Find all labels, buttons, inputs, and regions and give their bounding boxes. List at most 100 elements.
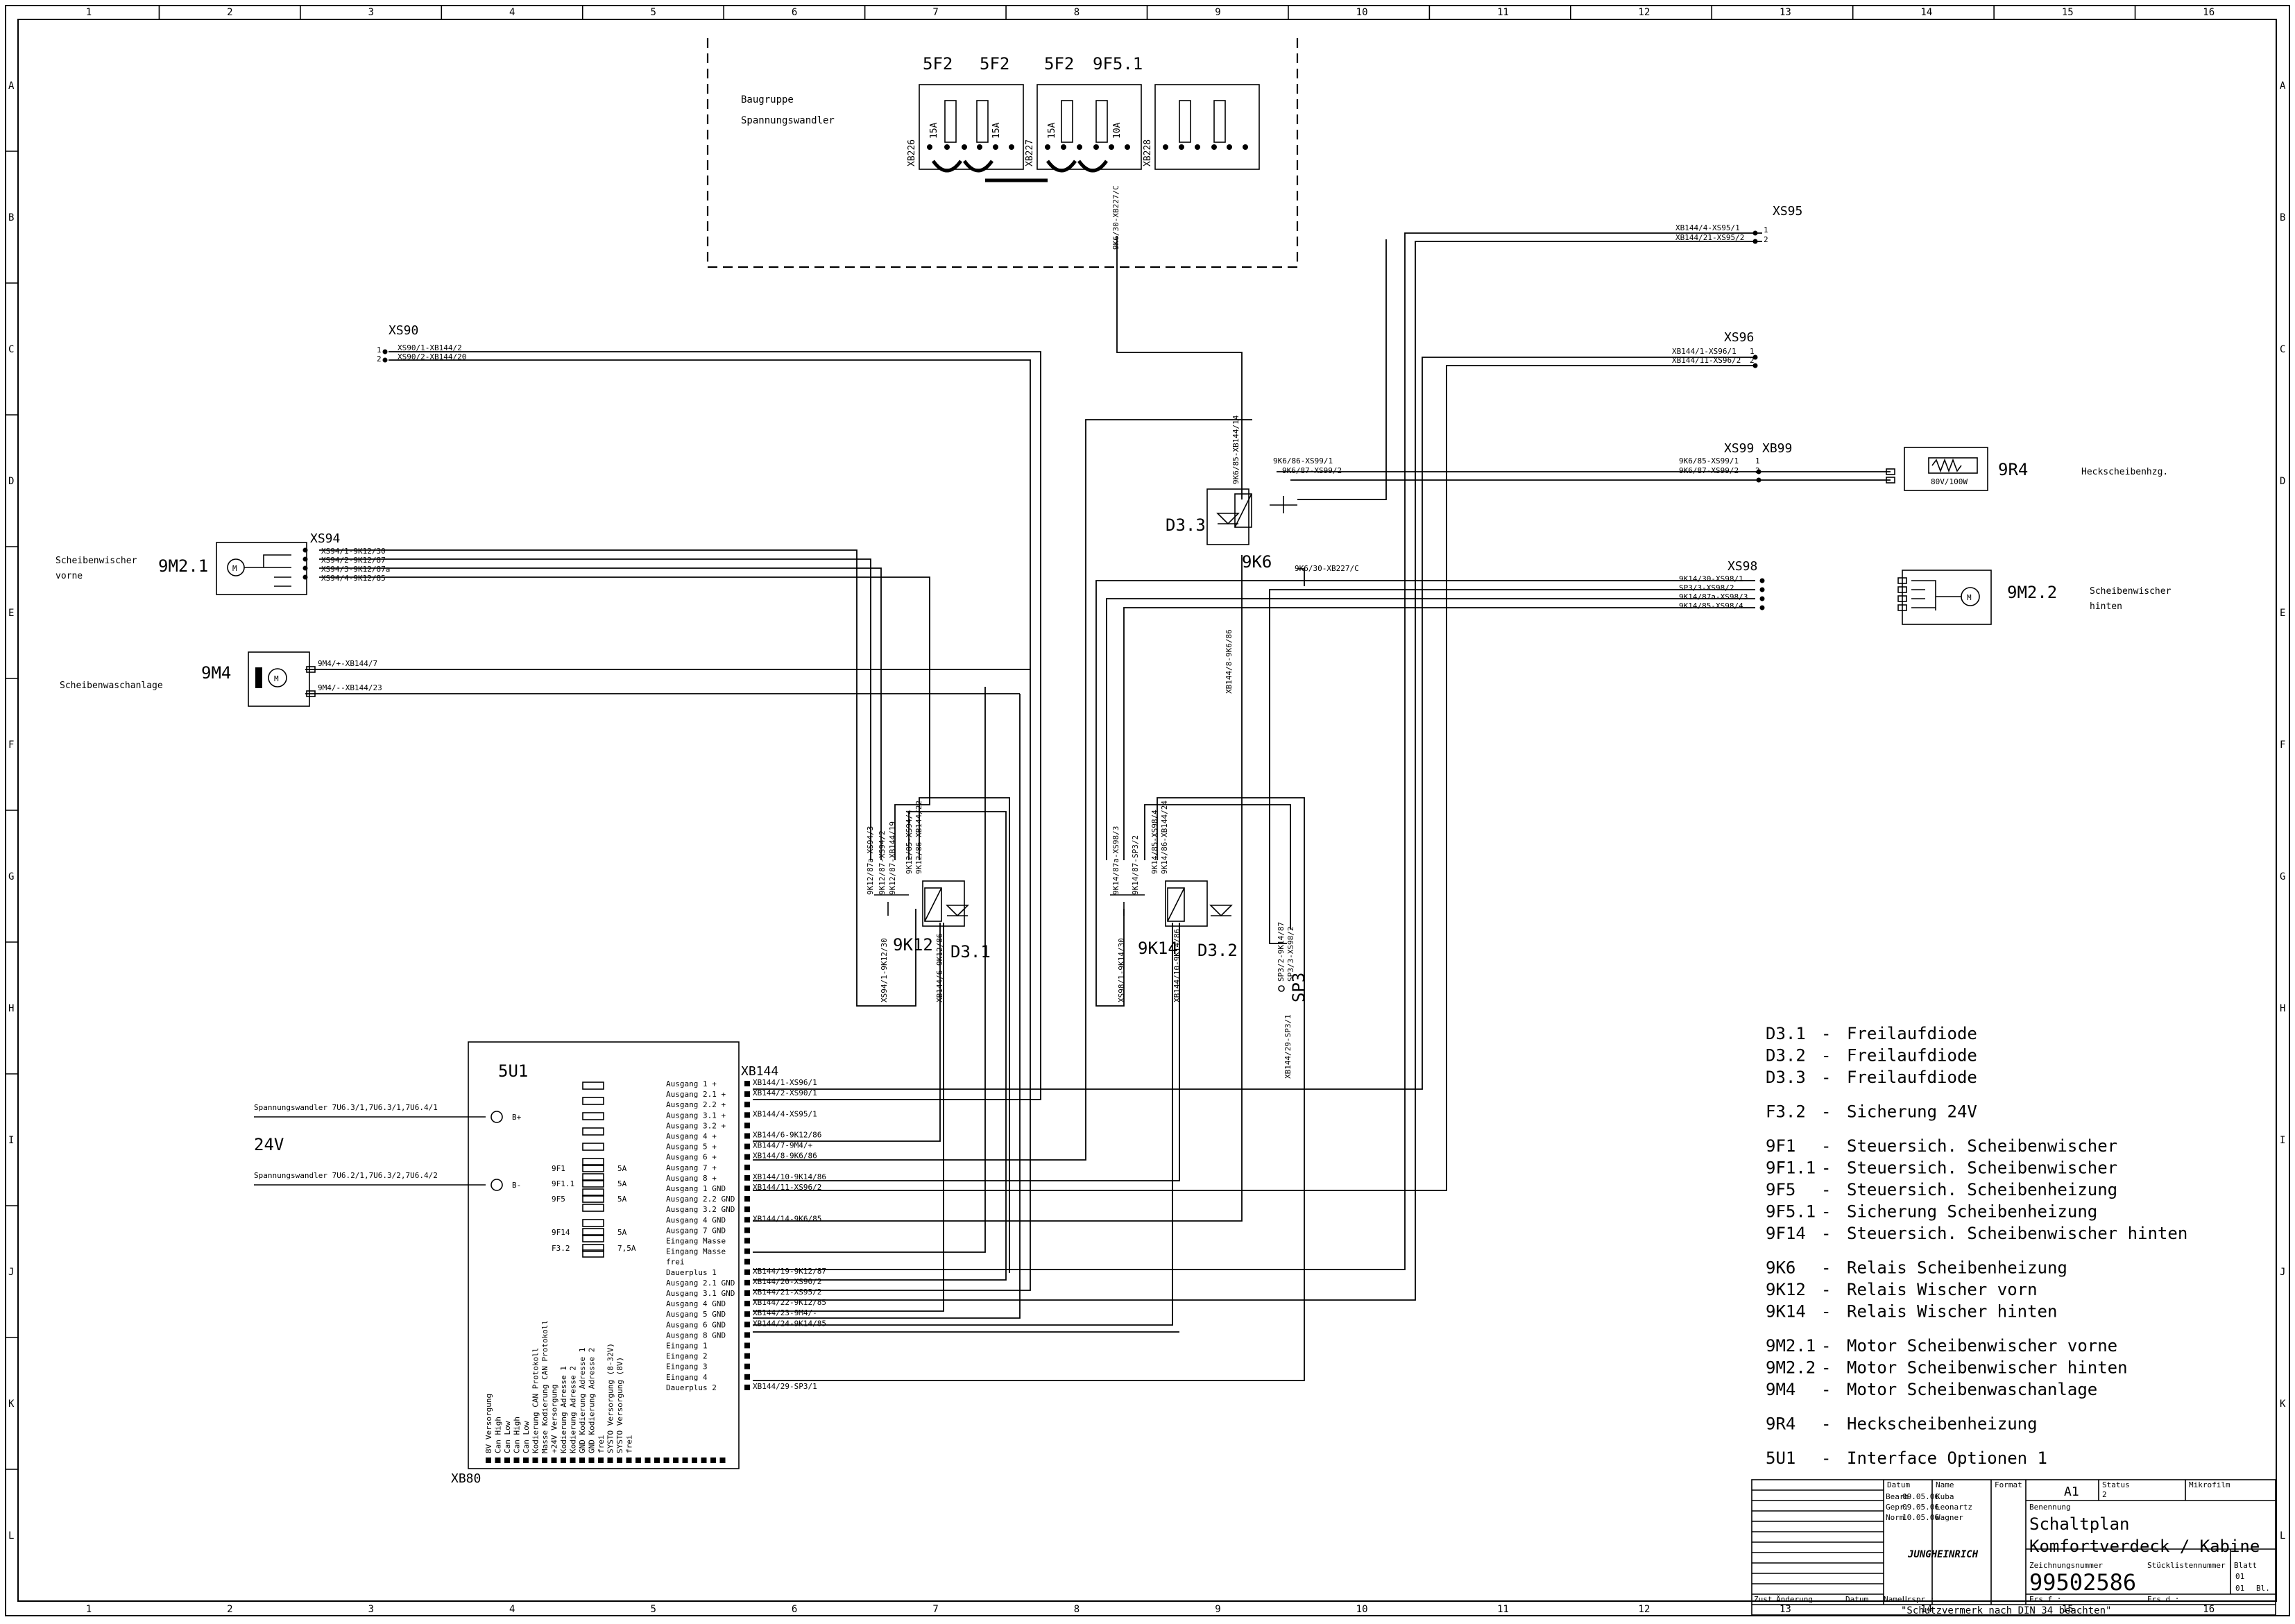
wire-xs98-3	[1106, 598, 1755, 860]
u1-output-label: Ausgang 3.1 GND	[666, 1289, 735, 1298]
legend-dash: -	[1821, 1159, 1831, 1178]
u1-fuse-symbol	[582, 1195, 604, 1203]
col-label-bottom: 6	[792, 1604, 797, 1615]
tb-bl-label: Bl.	[2256, 1584, 2270, 1593]
r4-rating: 80V/100W	[1931, 477, 1968, 486]
xb144-pin	[744, 1384, 750, 1390]
k12-wire-2: 9K12/87-XS94/2	[878, 830, 887, 895]
fuse-header-3: 5F2	[1044, 54, 1074, 74]
wire-9k14-85	[753, 923, 1173, 1326]
row-label-right: J	[2280, 1267, 2285, 1278]
u1-bottom-label: +24V Versorgung	[550, 1385, 559, 1453]
legend-ref: 9F5	[1766, 1180, 1795, 1199]
xb80-pin	[588, 1458, 595, 1463]
legend-ref: 9K14	[1766, 1302, 1806, 1322]
wire-9k12-87	[753, 811, 1007, 1281]
tb-cols	[1883, 1480, 2276, 1605]
row-label-left: I	[8, 1135, 14, 1146]
tb-logo: JUNGHEINRICH	[1907, 1549, 1979, 1560]
k14-ref: 9K14	[1138, 939, 1178, 958]
xs95-pin-2: 2	[1764, 235, 1768, 244]
xb144-pin	[744, 1154, 750, 1160]
m22-motor-symbol: M	[1967, 593, 1972, 602]
col-label-top: 14	[1920, 7, 1932, 18]
u1-bottom-label: GND Kodierung Adresse 2	[588, 1348, 597, 1453]
k12-wire-bot-1: XS94/1-9K12/30	[880, 938, 889, 1002]
fuse-value-1: 15A	[929, 122, 939, 139]
legend-ref: 9M2.2	[1766, 1358, 1816, 1378]
col-label-top: 9	[1215, 7, 1220, 18]
xb144-pin	[744, 1227, 750, 1233]
wire-xs90-2	[389, 359, 1031, 1291]
xb80-pin	[513, 1458, 520, 1463]
xb80-pin	[523, 1458, 529, 1463]
u1-pins	[486, 1081, 750, 1463]
tb-urspr: Urspr.:	[1902, 1595, 1934, 1604]
tb-mikrofilm: Mikrofilm	[2189, 1480, 2230, 1489]
xs98-wire-3: 9K14/87a-XS98/3	[1679, 592, 1748, 601]
col-label-top: 6	[792, 7, 797, 18]
row-label-left: K	[8, 1399, 15, 1410]
u1-fuse-symbol	[582, 1249, 604, 1258]
u1-wire-label: XB144/22-9K12/85	[753, 1298, 826, 1307]
tb-blatt: 01	[2235, 1572, 2244, 1581]
connector-pin	[1756, 469, 1761, 475]
connector-pin	[1759, 578, 1765, 583]
legend-dash: -	[1821, 1202, 1831, 1222]
xs96-pin-2: 2	[1750, 356, 1755, 365]
tb-norm-name: Wagner	[1936, 1513, 1963, 1522]
connector-xb228: XB228	[1143, 139, 1153, 166]
legend-ref: 9F1.1	[1766, 1159, 1816, 1178]
sp3-wire-1: SP3/2-9K14/87	[1277, 922, 1286, 982]
xs96-wire-2: XB144/11-XS96/2	[1672, 356, 1741, 365]
col-label-bottom: 4	[509, 1604, 515, 1615]
legend-dash: -	[1821, 1024, 1831, 1043]
col-label-bottom: 14	[1920, 1604, 1932, 1615]
xs95-wire-1: XB144/4-XS95/1	[1675, 223, 1740, 232]
row-label-left: B	[8, 212, 14, 223]
relay-9k14: 9K14 D3.2 9K14/87a-XS98/3 9K14/87-SP3/2 …	[1110, 801, 1238, 1002]
u1-output-label: Eingang Masse	[666, 1237, 726, 1246]
u1-output-label: Ausgang 8 GND	[666, 1331, 726, 1340]
legend-desc: Steuersich. Scheibenwischer	[1847, 1136, 2117, 1156]
u1-fuse-ref: F3.2	[552, 1244, 570, 1253]
col-label-bottom: 5	[650, 1604, 656, 1615]
xb80-pin	[532, 1458, 538, 1463]
u1-output-label: frei	[666, 1258, 685, 1267]
u1-bottom-label: Masse Kodierung CAN Protokoll	[540, 1320, 549, 1453]
col-label-top: 12	[1639, 7, 1650, 18]
k6-wire-top: 9K6/85-XB144/14	[1231, 415, 1240, 484]
tb-blatt-label: Blatt	[2234, 1561, 2257, 1570]
xs90-label: XS90	[389, 323, 418, 338]
tb-gepr: Gepr.	[1886, 1503, 1909, 1512]
u1-fuse-symbol	[582, 1143, 604, 1151]
legend-ref: D3.2	[1766, 1046, 1806, 1066]
u1-bottom-label: Can High	[494, 1417, 503, 1453]
row-label-right: K	[2280, 1399, 2286, 1410]
legend-dash: -	[1821, 1358, 1831, 1378]
row-label-right: H	[2280, 1003, 2285, 1014]
legend-dash: -	[1821, 1180, 1831, 1199]
u1-fuse-value: 5A	[617, 1164, 627, 1173]
u1-output-label: Ausgang 7 GND	[666, 1226, 726, 1235]
connector-pin	[1752, 239, 1758, 244]
tb-gepr-name: Leonartz	[1936, 1503, 1972, 1512]
k6-coil-diag	[1234, 493, 1252, 528]
k14-wire-2: 9K14/87-SP3/2	[1131, 835, 1140, 895]
k12-coil	[924, 887, 942, 922]
xb144-pin	[744, 1122, 750, 1129]
tb-zeichnr-label: Zeichnungsnummer	[2029, 1561, 2103, 1570]
wire-xb144-22	[753, 923, 944, 1312]
col-label-top: 8	[1074, 7, 1080, 18]
relay-9k6: D3.3 9K6 9K6/85-XB144/14 9K6/86-XS99/1 9…	[1166, 415, 1359, 694]
row-label-left: F	[8, 740, 14, 751]
xs96-label: XS96	[1724, 330, 1754, 345]
legend-dash: -	[1821, 1136, 1831, 1156]
k14-wire-3: 9K14/85-XS98/4	[1150, 810, 1159, 874]
legend-dash: -	[1821, 1258, 1831, 1278]
u1-fuse-value: 5A	[617, 1228, 627, 1237]
u1-wire-label: XB144/29-SP3/1	[753, 1382, 817, 1391]
xb144-pin	[744, 1258, 750, 1265]
